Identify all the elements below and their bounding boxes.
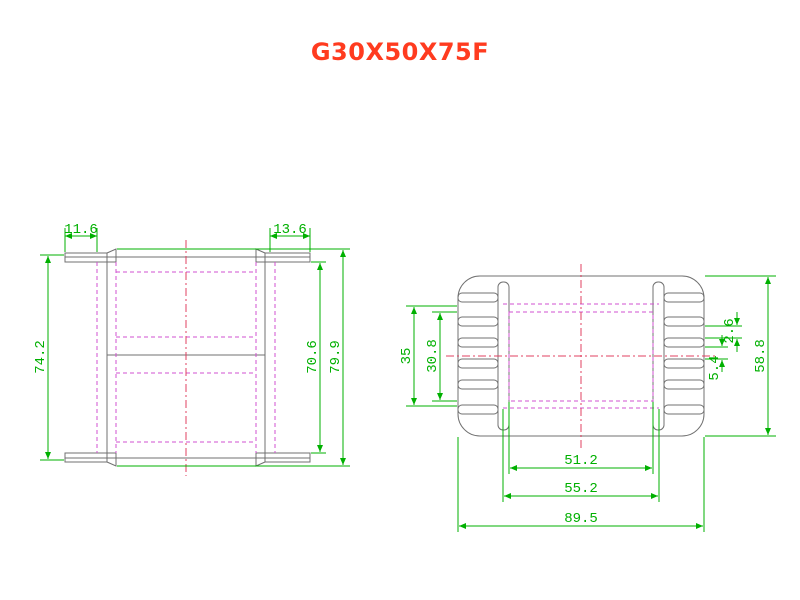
dim-side-flange-right: 13.6: [269, 222, 311, 252]
dim-label-35: 35: [399, 348, 415, 365]
dim-label-55-2: 55.2: [564, 481, 598, 497]
dim-side-outer-height: 79.9: [117, 248, 350, 467]
side-view: 11.6 13.6 74.2 70.6 79.9: [33, 222, 350, 476]
dim-label-13-6: 13.6: [273, 222, 307, 238]
dim-front-mid-width: 55.2: [502, 409, 660, 502]
dim-side-flange-left: 11.6: [64, 222, 98, 252]
drawing-title: G30X50X75F: [310, 38, 490, 66]
dim-label-58-8: 58.8: [753, 339, 769, 373]
dim-front-inner-width: 51.2: [508, 402, 654, 474]
dim-label-51-2: 51.2: [564, 453, 598, 469]
dim-front-fin-pitch: 2.6: [705, 312, 742, 352]
dim-label-2-6: 2.6: [722, 318, 738, 343]
dim-label-70-6: 70.6: [305, 340, 321, 374]
dim-label-11-6: 11.6: [64, 222, 98, 238]
dim-label-30-8: 30.8: [425, 339, 441, 373]
dim-label-5-4: 5.4: [707, 355, 723, 380]
dim-label-79-9: 79.9: [328, 340, 344, 374]
front-view: 35 30.8 2.6 5.4 58: [399, 264, 776, 532]
dim-front-fin-gap: 5.4: [705, 335, 728, 381]
dim-front-overall-width: 89.5: [457, 437, 705, 532]
dim-front-inner-slot: 30.8: [425, 311, 457, 402]
top-flange: [64, 248, 311, 263]
dim-front-overall-height: 58.8: [705, 275, 776, 437]
dim-side-inner-height: 70.6: [305, 261, 326, 454]
dim-label-89-5: 89.5: [564, 511, 598, 527]
dim-side-overall-height: 74.2: [33, 254, 64, 461]
bottom-flange: [64, 452, 311, 467]
dim-label-74-2: 74.2: [33, 340, 49, 374]
dim-front-outer-slot: 35: [399, 305, 457, 407]
